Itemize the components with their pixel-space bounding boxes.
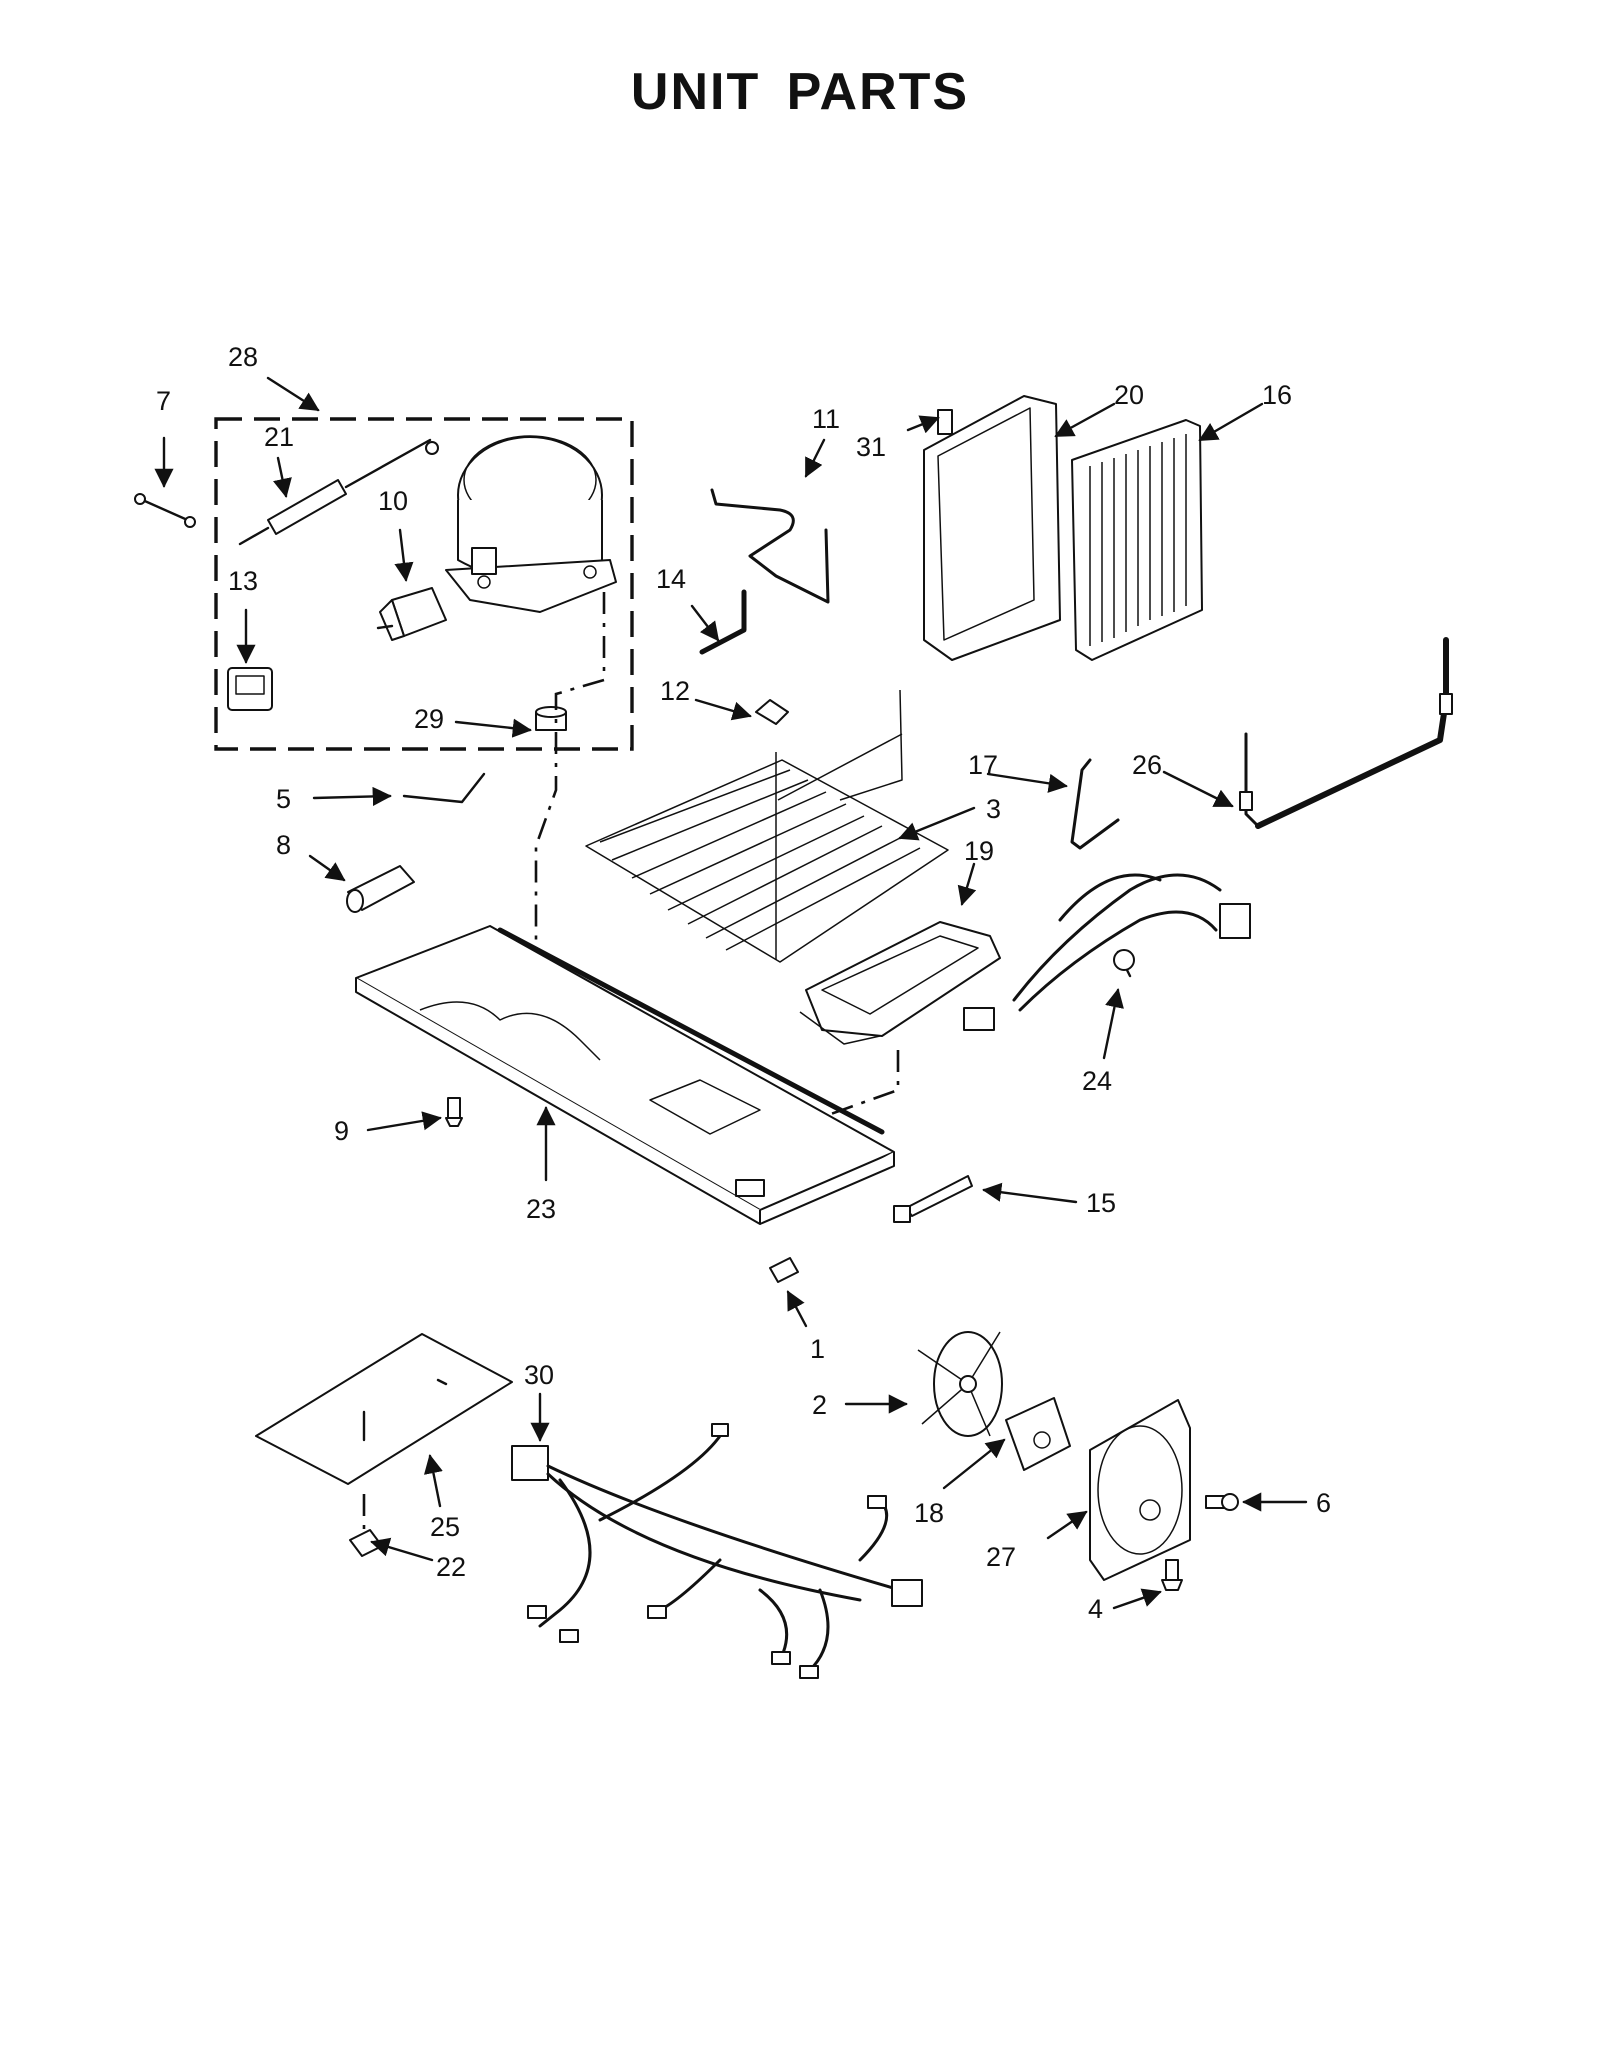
callout-30: 30 (524, 1360, 554, 1390)
overload-protector (227, 667, 273, 711)
tube-14 (699, 589, 747, 655)
wire-harness-30 (511, 1423, 923, 1679)
callout-31: 31 (856, 432, 886, 462)
fan-motor (1005, 1397, 1071, 1471)
assembly-line-compressor (534, 592, 606, 1030)
callout-16: 16 (1262, 380, 1292, 410)
callout-24: 24 (1082, 1066, 1112, 1096)
condenser (585, 689, 949, 963)
callout-8: 8 (276, 830, 291, 860)
spacer (769, 1257, 799, 1283)
callout-29: 29 (414, 704, 444, 734)
callout-21: 21 (264, 422, 294, 452)
insulation-tube (346, 865, 415, 913)
callout-14: 14 (656, 564, 686, 594)
callout-1: 1 (810, 1334, 825, 1364)
evaporator (1071, 419, 1203, 661)
callout-5: 5 (276, 784, 291, 814)
clip-12 (755, 699, 789, 725)
callout-28: 28 (228, 342, 258, 372)
callout-13: 13 (228, 566, 258, 596)
tube-11 (710, 488, 830, 604)
wire-harness-24 (963, 873, 1251, 1031)
callout-2: 2 (812, 1390, 827, 1420)
callout-15: 15 (1086, 1188, 1116, 1218)
screw-6 (1205, 1493, 1239, 1511)
screw-9 (445, 1097, 463, 1127)
callout-7: 7 (156, 386, 171, 416)
screw-4 (1161, 1559, 1183, 1591)
callout-9: 9 (334, 1116, 349, 1146)
callout-19: 19 (964, 836, 994, 866)
relay (376, 587, 447, 641)
drain-pan (799, 921, 1001, 1045)
callout-25: 25 (430, 1512, 460, 1542)
base-plate (355, 925, 895, 1225)
compressor-kit-boundary (214, 417, 634, 751)
callout-17: 17 (968, 750, 998, 780)
clip (134, 493, 196, 528)
grommet (535, 706, 567, 731)
callout-26: 26 (1132, 750, 1162, 780)
callout-6: 6 (1316, 1488, 1331, 1518)
fan-shroud (1089, 1399, 1191, 1581)
leader-arrows (154, 376, 1308, 1610)
callout-11: 11 (812, 404, 840, 434)
tube-5 (402, 772, 486, 804)
callout-3: 3 (986, 794, 1001, 824)
tube-17 (1070, 758, 1120, 850)
page-title: UNIT PARTS (630, 63, 970, 121)
compressor (445, 435, 617, 613)
callout-12: 12 (660, 676, 690, 706)
cable-tie (893, 1175, 973, 1223)
insulation-sheet (255, 1333, 513, 1485)
callout-20: 20 (1114, 380, 1144, 410)
fan-blade (917, 1331, 1003, 1437)
callout-18: 18 (914, 1498, 944, 1528)
evaporator-cover (923, 395, 1061, 661)
callout-23: 23 (526, 1194, 556, 1224)
callout-22: 22 (436, 1552, 466, 1582)
callout-10: 10 (378, 486, 408, 516)
callout-4: 4 (1088, 1594, 1103, 1624)
defrost-heater (1239, 637, 1453, 829)
filter-drier (238, 438, 439, 546)
callout-27: 27 (986, 1542, 1016, 1572)
